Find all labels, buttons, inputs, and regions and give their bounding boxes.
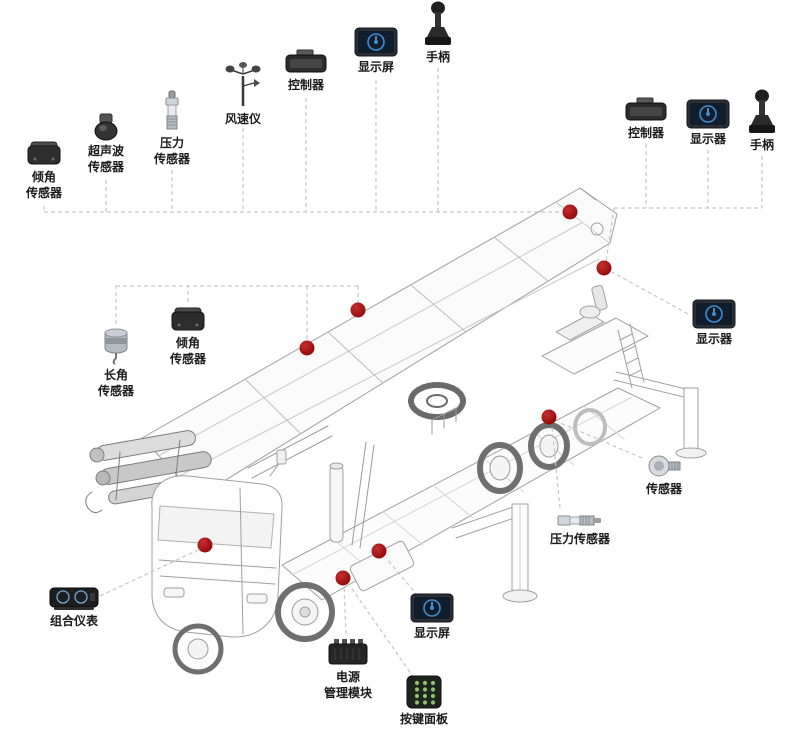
component-display-right: 显示器 <box>672 98 744 148</box>
component-label: 长角 传感器 <box>97 368 134 398</box>
truck-cab <box>151 449 287 638</box>
component-instrument-cluster: 组合仪表 <box>38 584 110 630</box>
deck-railing <box>431 407 457 435</box>
component-joystick-right: 手柄 <box>726 88 798 154</box>
display-icon <box>686 99 730 129</box>
component-anemometer: 风速仪 <box>207 62 279 128</box>
pressure-sensor-h-icon <box>557 515 601 526</box>
component-power-module: 电源 管理模块 <box>312 636 384 701</box>
component-label: 按键面板 <box>399 712 448 726</box>
component-pressure-sensor-top: 压力 传感器 <box>136 90 208 167</box>
front-wheels <box>172 582 335 675</box>
component-display-mid-right: 显示器 <box>678 298 750 348</box>
display-icon <box>692 299 736 329</box>
boom <box>141 187 618 498</box>
controller-icon <box>625 97 667 121</box>
outrigger-front <box>451 503 538 603</box>
joystick-icon <box>425 1 451 45</box>
pressure-sensor-icon <box>165 90 179 130</box>
component-label: 控制器 <box>287 78 324 92</box>
component-tilt-sensor-top: 倾角 传感器 <box>8 138 80 201</box>
component-label: 超声波 传感器 <box>87 144 124 174</box>
rear-ladder <box>617 323 645 389</box>
ultrasonic-sensor-icon <box>94 113 118 141</box>
component-label: 倾角 传感器 <box>25 170 62 200</box>
component-controller-right: 控制器 <box>610 96 682 142</box>
component-label: 压力 传感器 <box>153 136 190 166</box>
tilt-sensor-icon <box>171 307 205 331</box>
component-label: 显示屏 <box>413 626 450 640</box>
component-label: 显示屏 <box>357 60 394 74</box>
controller-icon <box>285 49 327 73</box>
tilt-sensor-icon <box>27 141 61 165</box>
component-label: 控制器 <box>627 126 664 140</box>
component-label: 显示器 <box>689 132 726 146</box>
exhaust-stack <box>329 462 344 543</box>
component-label: 组合仪表 <box>49 614 98 628</box>
component-sensor-right: 传感器 <box>628 452 700 498</box>
component-long-angle-sensor: 长角 传感器 <box>80 326 152 399</box>
connector-lines <box>43 68 763 679</box>
operator-platform <box>541 285 649 375</box>
component-label: 电源 管理模块 <box>323 670 372 700</box>
component-label: 传感器 <box>645 482 682 496</box>
component-label: 压力传感器 <box>549 532 610 546</box>
component-display-top: 显示屏 <box>340 26 412 76</box>
angle-sensor-icon <box>104 328 128 365</box>
component-label: 风速仪 <box>224 112 261 126</box>
display-icon <box>410 593 454 623</box>
component-label: 手柄 <box>749 138 774 152</box>
sensor-icon <box>648 455 681 477</box>
component-keypad-panel: 按键面板 <box>388 674 460 728</box>
component-ultrasonic-sensor: 超声波 传感器 <box>70 112 142 175</box>
instrument-cluster-icon <box>49 587 99 610</box>
outrigger-rear <box>613 371 707 459</box>
component-label: 显示器 <box>695 332 732 346</box>
lift-cylinders <box>247 425 375 549</box>
rear-wheels <box>477 408 607 494</box>
component-tilt-sensor-mid: 倾角 传感器 <box>152 304 224 367</box>
keypad-icon <box>406 675 442 709</box>
component-joystick-top: 手柄 <box>402 0 474 66</box>
display-icon <box>354 27 398 57</box>
component-controller-top: 控制器 <box>270 48 342 94</box>
component-label: 倾角 传感器 <box>169 336 206 366</box>
joystick-icon <box>749 89 775 133</box>
component-pressure-sensor-right: 压力传感器 <box>544 510 616 548</box>
component-label: 手柄 <box>425 50 450 64</box>
power-module-icon <box>328 639 368 665</box>
anemometer-icon <box>225 62 261 106</box>
component-display-bottom: 显示屏 <box>396 592 468 642</box>
